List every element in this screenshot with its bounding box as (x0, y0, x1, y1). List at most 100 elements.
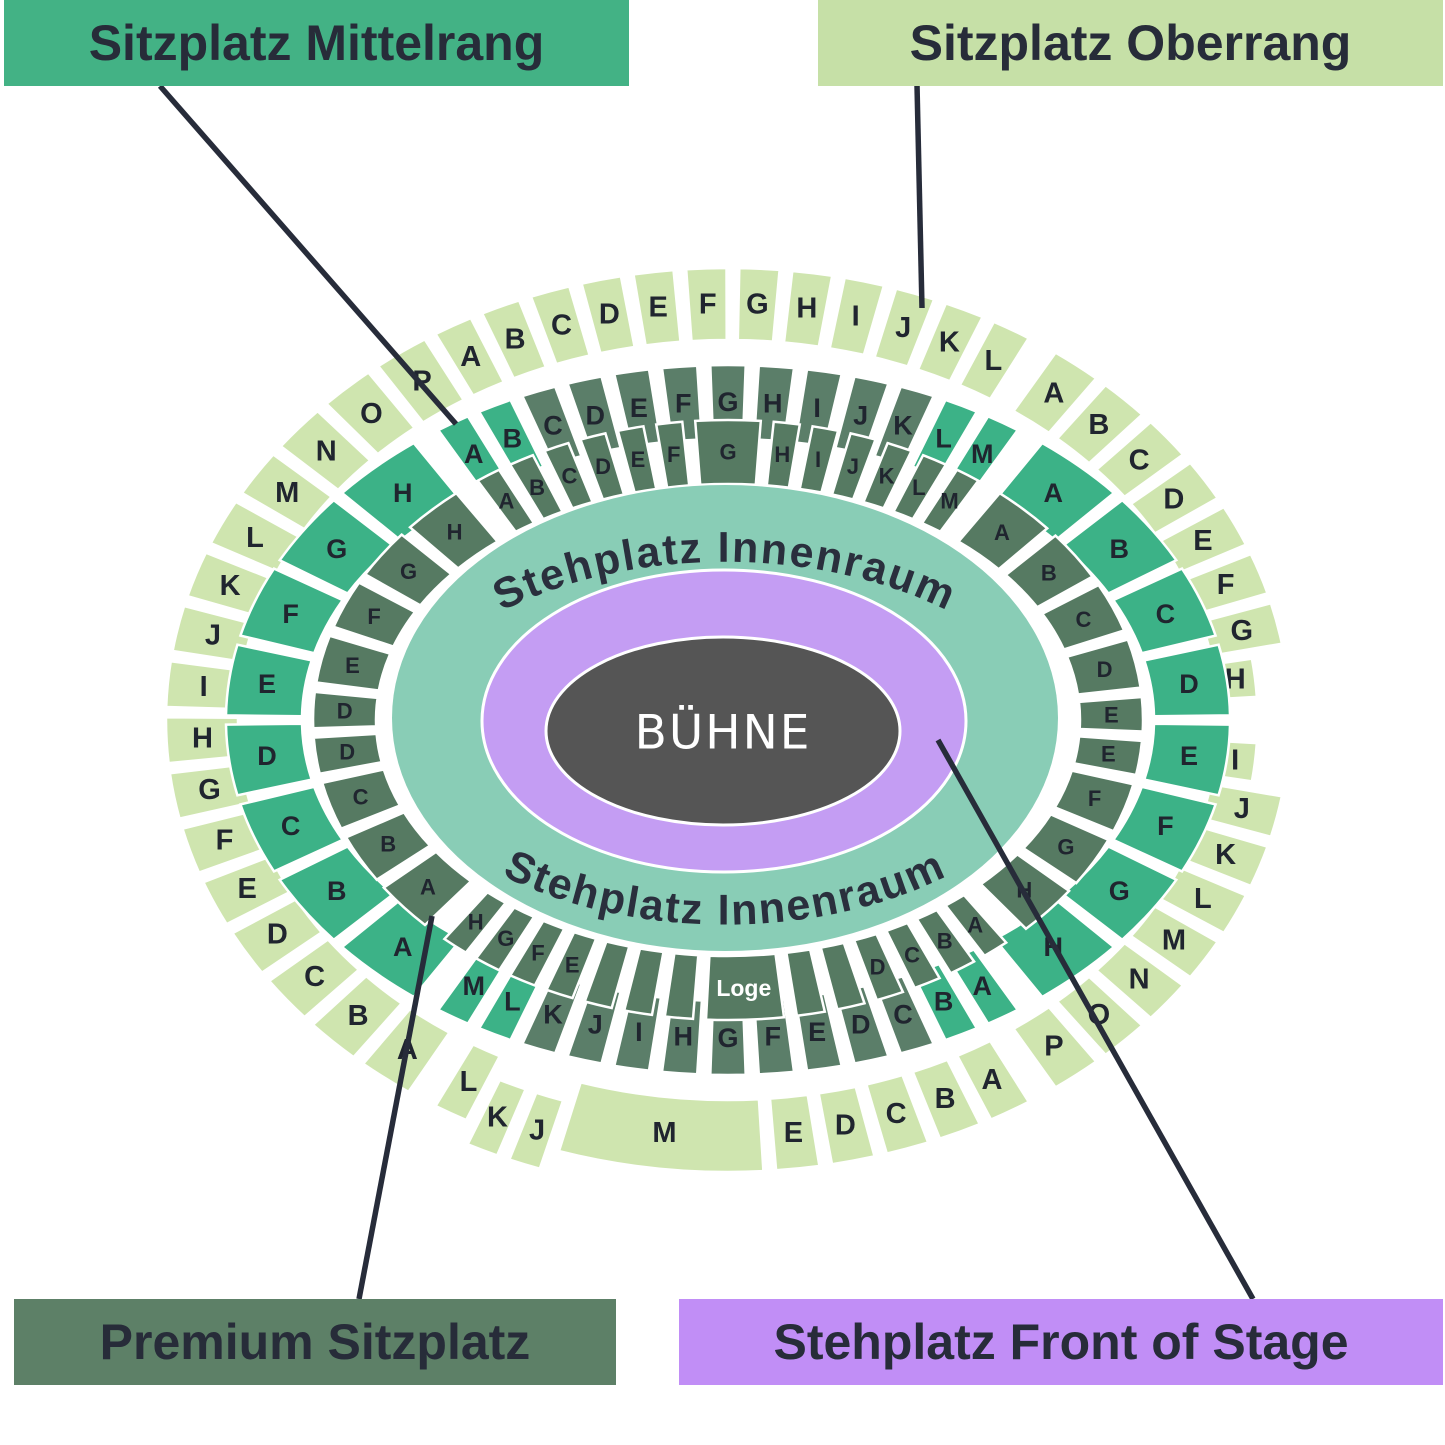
section-oberrang-right-upper-A[interactable] (1011, 351, 1098, 435)
section-oberrang-right-lower-N[interactable] (1094, 941, 1185, 1020)
section-oberrang-left-N[interactable] (278, 409, 373, 492)
pointer-line-oberrang (914, 84, 925, 309)
section-oberrang-top-H[interactable] (782, 269, 834, 349)
section-premium-left-F[interactable] (331, 581, 417, 649)
section-mittelrang-left-C[interactable] (238, 785, 345, 873)
section-premium-left-A[interactable] (381, 850, 473, 927)
section-premium-bottom-G[interactable] (474, 905, 536, 972)
section-premium-top-E[interactable] (616, 424, 658, 494)
section-oberrang-top-A[interactable] (433, 316, 506, 398)
section-mittelrang-right-G[interactable] (1060, 844, 1179, 942)
section-premium-top-B[interactable] (508, 453, 565, 521)
section-mittelrang-left-F[interactable] (238, 567, 345, 655)
section-oberrang-top-B[interactable] (480, 298, 548, 380)
section-premium-left-H[interactable] (408, 491, 500, 571)
section-premium-right-F[interactable] (1053, 769, 1135, 833)
section-oberrang-bottom-M[interactable] (557, 1080, 765, 1174)
pointer-line-premium (356, 915, 435, 1300)
section-oberrang-right-upper-C[interactable] (1094, 420, 1185, 499)
legend-premium: Premium Sitzplatz (14, 1299, 616, 1385)
stage (544, 635, 902, 827)
section-premium-right-D[interactable] (1065, 637, 1143, 696)
section-oberrang-top-I[interactable] (828, 276, 886, 357)
section-premium-top-C[interactable] (542, 441, 595, 510)
section-premium-bottom-block[interactable] (622, 947, 665, 1017)
section-oberrang-bottom-C[interactable] (864, 1073, 930, 1156)
legend-front-of-stage: Stehplatz Front of Stage (679, 1299, 1443, 1385)
section-premium-left-D[interactable] (312, 732, 384, 776)
section-premium-bottom-D[interactable] (852, 932, 905, 1002)
section-mittelrang-right-E[interactable] (1142, 722, 1232, 797)
stage-label: BÜHNE (635, 706, 812, 761)
section-premium-left-C[interactable] (320, 768, 402, 831)
section-oberrang-top-C[interactable] (529, 284, 592, 366)
section-premium-top-G[interactable] (693, 418, 763, 487)
section-oberrang-bottom-D[interactable] (817, 1085, 877, 1166)
section-mittelrang-left-D[interactable] (224, 722, 314, 797)
section-premium-top-H[interactable] (765, 420, 802, 489)
section-premium-left-E[interactable] (314, 634, 392, 692)
legend-mittelrang: Sitzplatz Mittelrang (4, 0, 629, 86)
section-premium-bottom-B[interactable] (915, 908, 976, 975)
section-premium-top-D[interactable] (578, 431, 626, 501)
section-premium-right-E[interactable] (1072, 735, 1144, 777)
section-premium-right-E[interactable] (1077, 695, 1145, 733)
section-premium-bottom-block[interactable] (784, 948, 827, 1018)
section-oberrang-top-L[interactable] (958, 320, 1031, 401)
pointer-line-mittelrang (157, 84, 459, 426)
section-oberrang-top-E[interactable] (632, 268, 682, 347)
section-oberrang-bottom-E[interactable] (768, 1093, 821, 1172)
legend-oberrang-label: Sitzplatz Oberrang (909, 15, 1352, 71)
section-mittelrang-left-G[interactable] (277, 498, 396, 596)
section-oberrang-top-D[interactable] (580, 274, 637, 355)
section-premium-bottom-E[interactable] (544, 930, 598, 1000)
legend-mittelrang-label: Sitzplatz Mittelrang (88, 15, 545, 71)
section-oberrang-bottom-A[interactable] (955, 1039, 1031, 1122)
section-premium-right-C[interactable] (1040, 583, 1126, 652)
section-premium-top-L[interactable] (891, 453, 948, 521)
section-mittelrang-left-E[interactable] (224, 643, 314, 718)
section-premium-top-M[interactable] (920, 468, 981, 534)
section-premium-bottom-block[interactable] (819, 941, 867, 1011)
section-oberrang-bottom-L[interactable] (433, 1042, 502, 1122)
section-oberrang-left-B[interactable] (311, 974, 404, 1059)
legend-oberrang: Sitzplatz Oberrang (818, 0, 1443, 86)
section-oberrang-top-G[interactable] (736, 266, 781, 343)
section-mittelrang-right-F[interactable] (1111, 785, 1218, 873)
section-oberrang-left-O[interactable] (324, 370, 417, 456)
section-premium-right-G[interactable] (1021, 812, 1111, 885)
section-oberrang-right-upper-B[interactable] (1055, 383, 1145, 465)
section-premium-top-K[interactable] (861, 441, 914, 510)
section-oberrang-bottom-K[interactable] (465, 1078, 528, 1157)
section-oberrang-top-F[interactable] (684, 266, 728, 343)
section-premium-bottom-H[interactable] (442, 890, 508, 955)
section-premium-left-B[interactable] (344, 810, 432, 882)
section-premium-right-B[interactable] (1003, 533, 1095, 609)
section-oberrang-top-J[interactable] (872, 287, 936, 369)
section-premium-right-A[interactable] (956, 491, 1050, 571)
section-premium-top-J[interactable] (830, 431, 878, 501)
section-premium-top-A[interactable] (475, 468, 536, 534)
section-premium-left-G[interactable] (363, 532, 454, 608)
section-premium-bottom-C[interactable] (884, 921, 942, 990)
section-premium-bottom-Loge[interactable] (704, 952, 786, 1022)
section-premium-left-D[interactable] (311, 690, 380, 730)
section-mittelrang-right-D[interactable] (1142, 643, 1232, 718)
pointer-line-front-of-stage (935, 738, 1256, 1301)
section-oberrang-left-C[interactable] (267, 937, 361, 1019)
legend-premium-label: Premium Sitzplatz (99, 1314, 531, 1370)
section-premium-bottom-F[interactable] (508, 919, 566, 988)
section-premium-top-F[interactable] (654, 420, 691, 489)
section-oberrang-bottom-J[interactable] (507, 1091, 565, 1171)
section-oberrang-top-K[interactable] (916, 301, 985, 383)
section-premium-top-I[interactable] (798, 424, 840, 494)
section-premium-bottom-A[interactable] (943, 893, 1009, 958)
section-premium-bottom-block[interactable] (583, 940, 631, 1010)
section-premium-bottom-block[interactable] (663, 951, 700, 1021)
section-oberrang-bottom-B[interactable] (911, 1058, 982, 1141)
section-oberrang-right-lower-O[interactable] (1055, 975, 1145, 1057)
section-mittelrang-right-C[interactable] (1111, 567, 1218, 655)
section-oberrang-right-lower-P[interactable] (1011, 1005, 1098, 1089)
